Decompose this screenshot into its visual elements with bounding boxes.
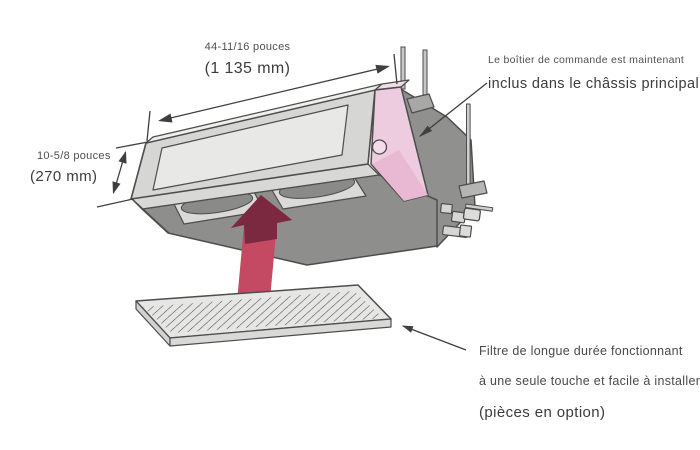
unit-front-inset-panel [152, 104, 349, 191]
width-dimension-mm: (1 135 mm) [204, 60, 291, 77]
filter-leader-arrowhead [402, 325, 414, 333]
control-box-note-line1: Le boîtier de commande est maintenant [488, 54, 685, 66]
airflow-up-arrow [231, 195, 292, 302]
control-box-leader-line [419, 82, 488, 137]
height-dimension-label: 10-5/8 pouces (270 mm) [30, 150, 140, 185]
airflow-arrow-shaded-tip [231, 195, 292, 244]
filter-front-edge [169, 318, 392, 347]
height-arrowhead-top [118, 151, 127, 164]
control-box-leader-arrowhead [419, 125, 432, 137]
width-dimension-label: 44-11/16 pouces (1 135 mm) [150, 41, 345, 78]
control-box-knockout-hole [371, 139, 388, 155]
control-box-note-line2: inclus dans le châssis principal [488, 76, 700, 92]
pipe-connections [440, 202, 482, 238]
control-box-face-shade [372, 150, 428, 201]
filter-grille-hatching [143, 291, 383, 333]
filter-note: Filtre de longue durée fonctionnant à un… [479, 344, 700, 421]
height-dimension-inches: 10-5/8 pouces [37, 150, 111, 162]
height-arrowhead-bottom [112, 181, 121, 194]
filter-drawing [135, 284, 392, 347]
control-box-note: Le boîtier de commande est maintenant in… [488, 54, 699, 92]
filter-note-line1: Filtre de longue durée fonctionnant [479, 344, 683, 358]
hanging-rod-right [466, 103, 471, 191]
dimension-width [146, 53, 398, 142]
unit-drawing [130, 79, 494, 266]
mounting-bracket-top [406, 93, 435, 114]
filter-leader-line [402, 325, 467, 351]
dimension-height [96, 141, 149, 208]
unit-bottom-left-cap [130, 197, 170, 234]
filter-note-line2: à une seule touche et facile à installer [479, 374, 700, 388]
hanging-rods [400, 46, 428, 96]
width-arrowhead-right [375, 64, 390, 74]
height-dimension-mm: (270 mm) [30, 168, 98, 185]
filter-note-line3: (pièces en option) [479, 404, 606, 421]
mounting-bracket-bottom [458, 180, 488, 199]
width-arrowhead-left [158, 113, 173, 123]
width-dimension-inches: 44-11/16 pouces [204, 41, 291, 53]
